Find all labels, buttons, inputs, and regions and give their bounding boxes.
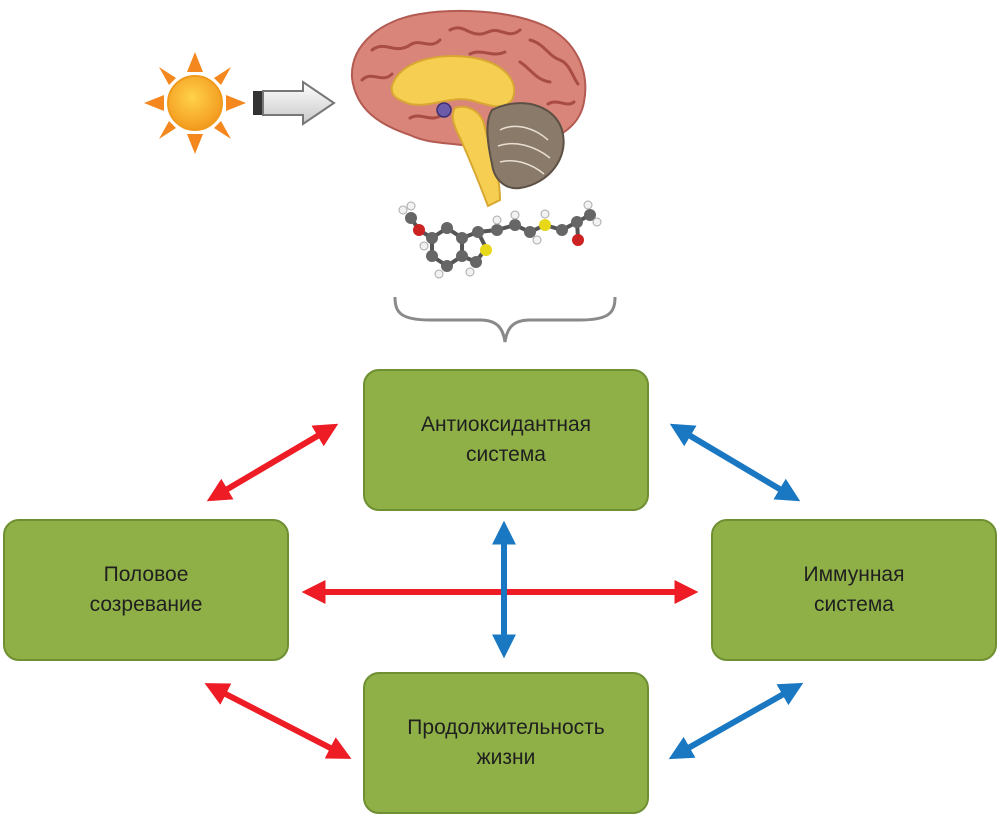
node-puberty: Половое созревание [3, 519, 289, 661]
node-label-line1: Антиоксидантная [420, 412, 592, 436]
node-label-line2: система [814, 593, 894, 616]
arrow-puberty-lifespan [204, 683, 352, 759]
arrow-immune-lifespan [668, 682, 804, 760]
curly-brace-icon [393, 296, 617, 343]
node-label-line1: Иммунная [803, 562, 905, 586]
node-lifespan: Продолжительность жизни [363, 672, 649, 814]
connection-arrows [204, 423, 804, 760]
node-antioxidant-system: Антиоксидантная система [363, 369, 649, 511]
node-immune-system: Иммунная система [711, 519, 997, 661]
node-label-line2: жизни [476, 746, 536, 769]
node-label-line2: созревание [89, 593, 203, 616]
brain-icon [350, 9, 587, 208]
sun-icon [144, 52, 246, 154]
arrow-antioxidant-puberty [206, 423, 339, 502]
light-arrow-icon [253, 80, 336, 126]
node-label-line1: Половое [103, 562, 189, 586]
arrow-antioxidant-immune [669, 423, 801, 502]
node-label-line1: Продолжительность [407, 715, 605, 739]
melatonin-molecule-icon [398, 200, 602, 279]
node-label-line2: система [466, 443, 546, 466]
